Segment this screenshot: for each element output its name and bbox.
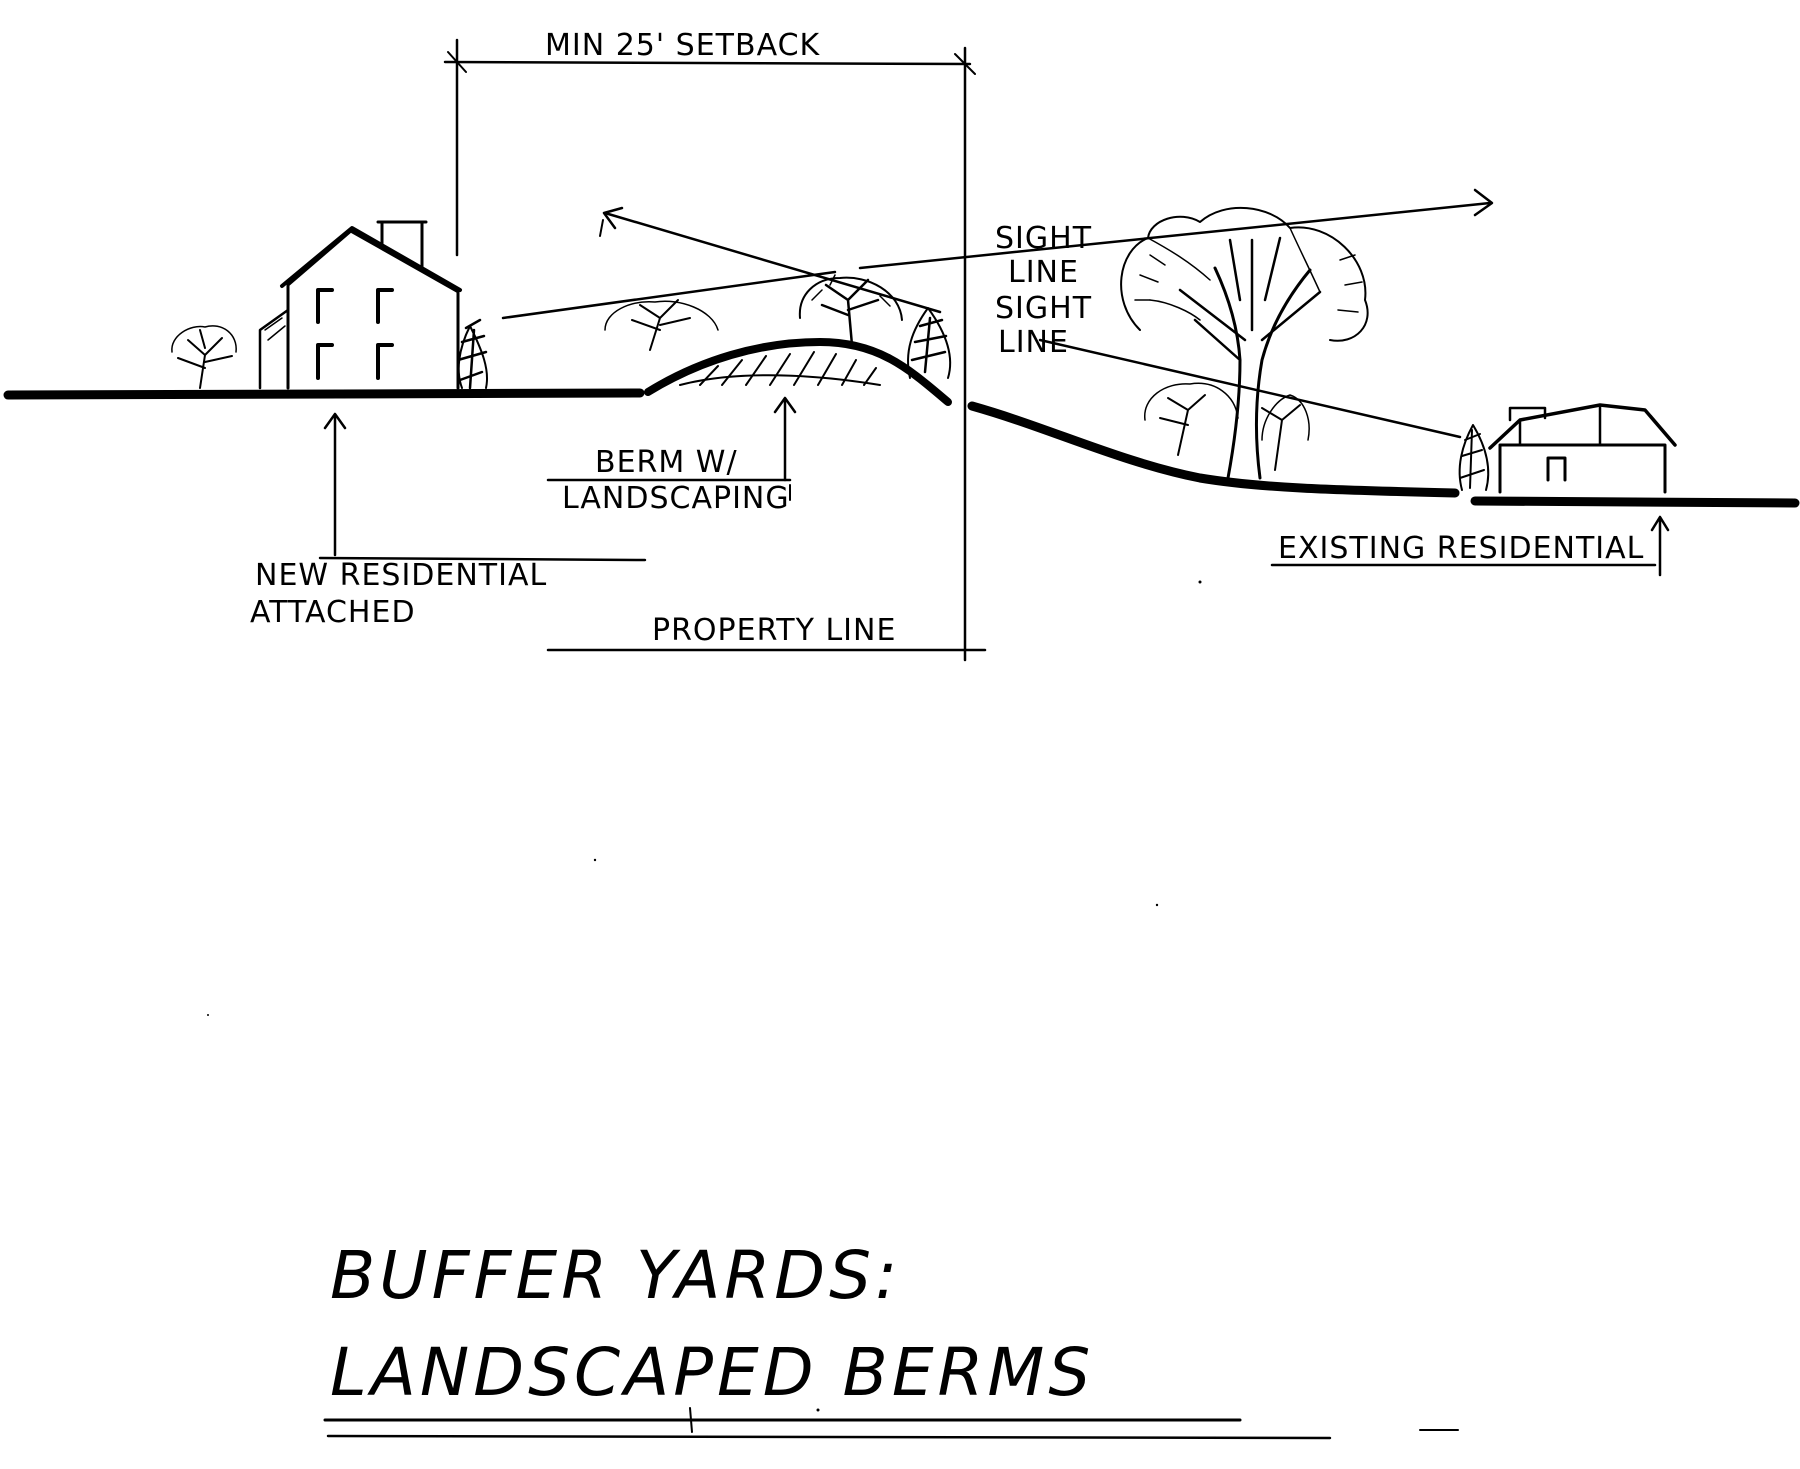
sight-line-lower <box>603 211 1462 439</box>
sight-line-upper-label-2: LINE <box>1008 255 1079 290</box>
berm-hatch <box>679 351 881 386</box>
title-line-2: LANDSCAPED BERMS <box>330 1334 1094 1411</box>
berm-tree-left <box>604 299 719 351</box>
ground-right <box>1470 496 1800 508</box>
property-line-label: PROPERTY LINE <box>652 613 896 648</box>
drawing-title: BUFFER YARDS: LANDSCAPED BERMS <box>323 1237 1459 1440</box>
sight-line-lower-label-2: LINE <box>998 325 1069 360</box>
paper-specks <box>207 580 1202 1412</box>
existing-residential-house <box>1458 403 1677 494</box>
new-residential-label-2: ATTACHED <box>250 595 416 630</box>
ground-berm <box>644 338 952 406</box>
large-tree <box>1120 206 1369 480</box>
existing-residential-label: EXISTING RESIDENTIAL <box>1278 531 1644 566</box>
berm-callout: BERM W/ LANDSCAPING <box>546 396 797 516</box>
sight-line-upper-label-1: SIGHT <box>995 221 1092 256</box>
existing-residential-callout: EXISTING RESIDENTIAL <box>1270 515 1670 577</box>
ground-slope <box>967 401 1460 498</box>
new-residential-house <box>258 220 462 390</box>
setback-dimension: MIN 25' SETBACK <box>443 28 976 662</box>
small-trees-slope <box>1144 382 1310 471</box>
ground-left <box>3 388 645 400</box>
shrub-house <box>456 318 488 390</box>
berm-shrub-right <box>907 307 952 379</box>
berm-label-2: LANDSCAPING <box>562 481 790 516</box>
berm-tree-center <box>798 274 903 347</box>
sight-line-lower-label-1: SIGHT <box>995 291 1092 326</box>
title-line-1: BUFFER YARDS: <box>330 1237 901 1314</box>
setback-label: MIN 25' SETBACK <box>545 28 821 63</box>
sight-line-upper <box>501 201 1492 320</box>
ground-lines <box>3 338 1800 508</box>
new-residential-callout: NEW RESIDENTIAL ATTACHED <box>250 412 647 630</box>
sight-lines: SIGHT LINE SIGHT LINE <box>501 188 1494 439</box>
new-residential-label-1: NEW RESIDENTIAL <box>255 558 547 593</box>
property-line-callout: PROPERTY LINE <box>546 613 987 652</box>
berm-label-1: BERM W/ <box>595 445 738 480</box>
small-tree-left <box>171 325 237 389</box>
